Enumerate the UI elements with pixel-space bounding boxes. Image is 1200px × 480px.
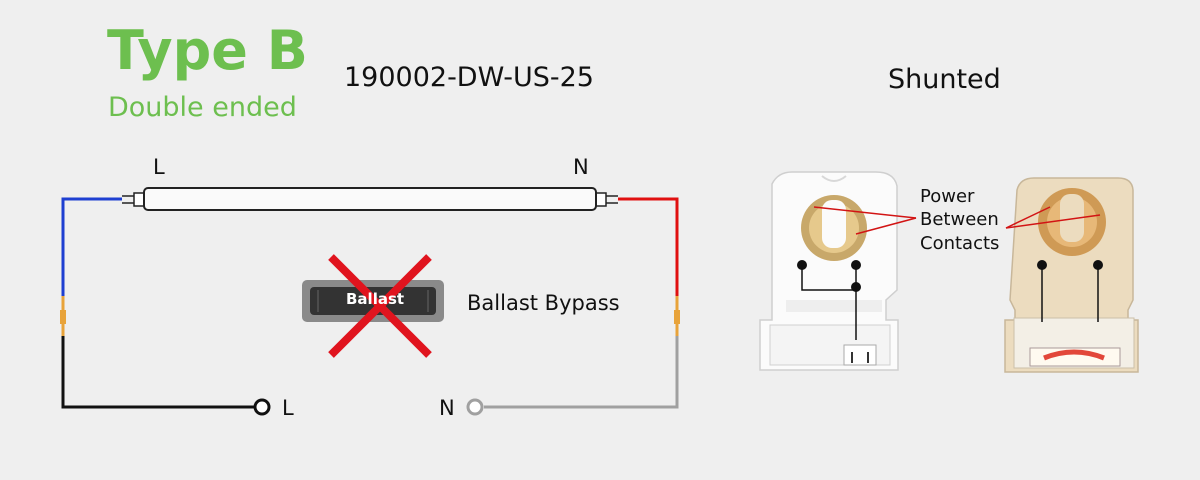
annotation-arrows [813,206,1101,235]
socket-left-image [759,171,899,371]
terminal-n-label: N [439,396,455,420]
terminal-l-icon [253,398,271,416]
neutral-wire [466,197,680,416]
ballast-label: Ballast [346,290,405,308]
annotation-line-2: Between [920,209,999,231]
bypass-label: Ballast Bypass [467,291,620,315]
shunted-title: Shunted [888,64,1001,95]
power-annotation: Power Between Contacts [920,185,999,255]
annotation-line-3: Contacts [920,232,1000,254]
fluorescent-tube [122,187,618,211]
type-subtitle: Double ended [108,92,297,123]
type-title: Type B [107,19,308,82]
socket-right-image [1004,177,1139,373]
terminal-n-icon [466,398,484,416]
live-wire [60,197,271,416]
tube-right-label: N [573,155,589,179]
cross-out-icon [328,254,432,358]
terminal-l-label: L [282,396,294,420]
model-number: 190002-DW-US-25 [344,62,594,93]
annotation-line-1: Power [920,186,975,207]
tube-left-label: L [153,155,165,179]
